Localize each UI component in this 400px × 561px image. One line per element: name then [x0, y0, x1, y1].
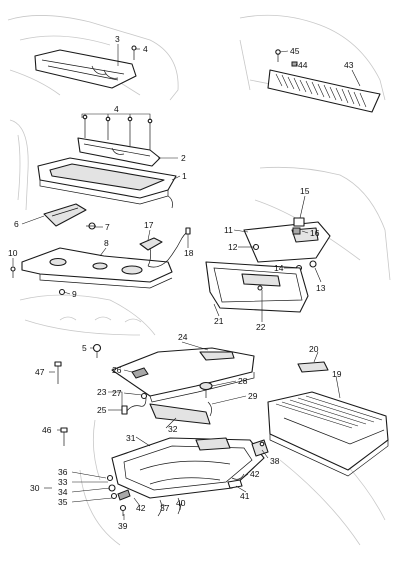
part-30-36-hardware [106, 474, 131, 501]
callout-42-left: 42 [136, 503, 146, 513]
callout-11: 11 [224, 225, 233, 235]
callout-numbers: 3 4 4 2 1 6 7 8 10 9 17 18 11 12 15 16 1… [8, 34, 354, 531]
callout-37: 37 [160, 503, 170, 513]
callout-38: 38 [270, 456, 280, 466]
part-39-clip [119, 504, 127, 516]
callout-40: 40 [176, 498, 186, 508]
callout-47: 47 [35, 367, 45, 377]
callout-5: 5 [82, 343, 87, 353]
part-4-screws-shelf [82, 114, 153, 150]
callout-10: 10 [8, 248, 18, 258]
callout-12: 12 [228, 242, 238, 252]
callout-18: 18 [184, 248, 194, 258]
vehicle-ghost-outlines [7, 14, 391, 546]
part-27-clip [140, 392, 148, 400]
leader-lines [12, 44, 361, 520]
part-24-load-floor [111, 347, 255, 403]
part-17-lamp [139, 237, 163, 267]
callout-2: 2 [181, 153, 186, 163]
part-37-40-41-42-straps [157, 473, 245, 517]
callout-27: 27 [112, 388, 122, 398]
part-20-block [297, 361, 329, 373]
part-3-rear-baffle [34, 49, 137, 89]
callout-46: 46 [42, 425, 52, 435]
callout-34: 34 [58, 487, 68, 497]
callout-28: 28 [238, 376, 248, 386]
callout-39: 39 [118, 521, 128, 531]
part-43-vent-panel [267, 69, 381, 113]
callout-42-right: 42 [250, 469, 260, 479]
part-2-trim-strip [77, 137, 161, 167]
part-1-parcel-shelf [37, 157, 177, 209]
part-21-lower-panel [205, 261, 309, 313]
part-11-upper-panel [243, 217, 331, 263]
part-8-rear-shelf [21, 247, 173, 289]
callout-33: 33 [58, 477, 68, 487]
part-16-clip [292, 227, 301, 235]
callout-21: 21 [214, 316, 224, 326]
callout-9: 9 [72, 289, 77, 299]
part-7-clip [86, 222, 96, 230]
part-32-trim [149, 403, 211, 425]
part-31-spare-tub [111, 437, 265, 499]
part-19-cover [267, 391, 389, 477]
part-44-45-fasteners [275, 49, 298, 67]
callout-15: 15 [300, 186, 310, 196]
callout-35: 35 [58, 497, 68, 507]
part-5-plug [92, 343, 102, 358]
callout-29: 29 [248, 391, 258, 401]
part-10-screw [10, 266, 16, 278]
callout-14: 14 [274, 263, 284, 273]
callout-8: 8 [104, 238, 109, 248]
part-26-handle [131, 367, 149, 379]
callout-13: 13 [316, 283, 326, 293]
callout-1: 1 [182, 171, 187, 181]
callout-31: 31 [126, 433, 136, 443]
callout-6: 6 [14, 219, 19, 229]
part-12-bolt [252, 243, 260, 251]
part-28-pad [199, 381, 213, 398]
part-46-bolt [60, 427, 68, 446]
callout-36: 36 [58, 467, 68, 477]
callout-41: 41 [240, 491, 250, 501]
part-13-clip [309, 260, 317, 268]
callout-26: 26 [112, 365, 122, 375]
part-9-clip [58, 288, 66, 296]
callout-23: 23 [97, 387, 107, 397]
part-38-bracket [251, 439, 269, 457]
part-6-side-trim [43, 203, 87, 227]
part-29-tube [207, 401, 212, 417]
callout-30: 30 [30, 483, 40, 493]
part-4-screw-top [131, 45, 137, 60]
callout-24: 24 [178, 332, 188, 342]
callout-17: 17 [144, 220, 154, 230]
callout-45: 45 [290, 46, 300, 56]
callout-25: 25 [97, 405, 107, 415]
callout-43: 43 [344, 60, 354, 70]
callout-7: 7 [105, 222, 110, 232]
callout-32: 32 [168, 424, 178, 434]
callout-16: 16 [310, 228, 320, 238]
part-47-bolt [54, 361, 62, 384]
callout-20: 20 [309, 344, 319, 354]
callout-19: 19 [332, 369, 342, 379]
callout-3: 3 [115, 34, 120, 44]
callout-4-shelf: 4 [114, 104, 119, 114]
callout-4-top: 4 [143, 44, 148, 54]
callout-22: 22 [256, 322, 266, 332]
part-25-wiring [121, 397, 147, 415]
callout-44: 44 [298, 60, 308, 70]
